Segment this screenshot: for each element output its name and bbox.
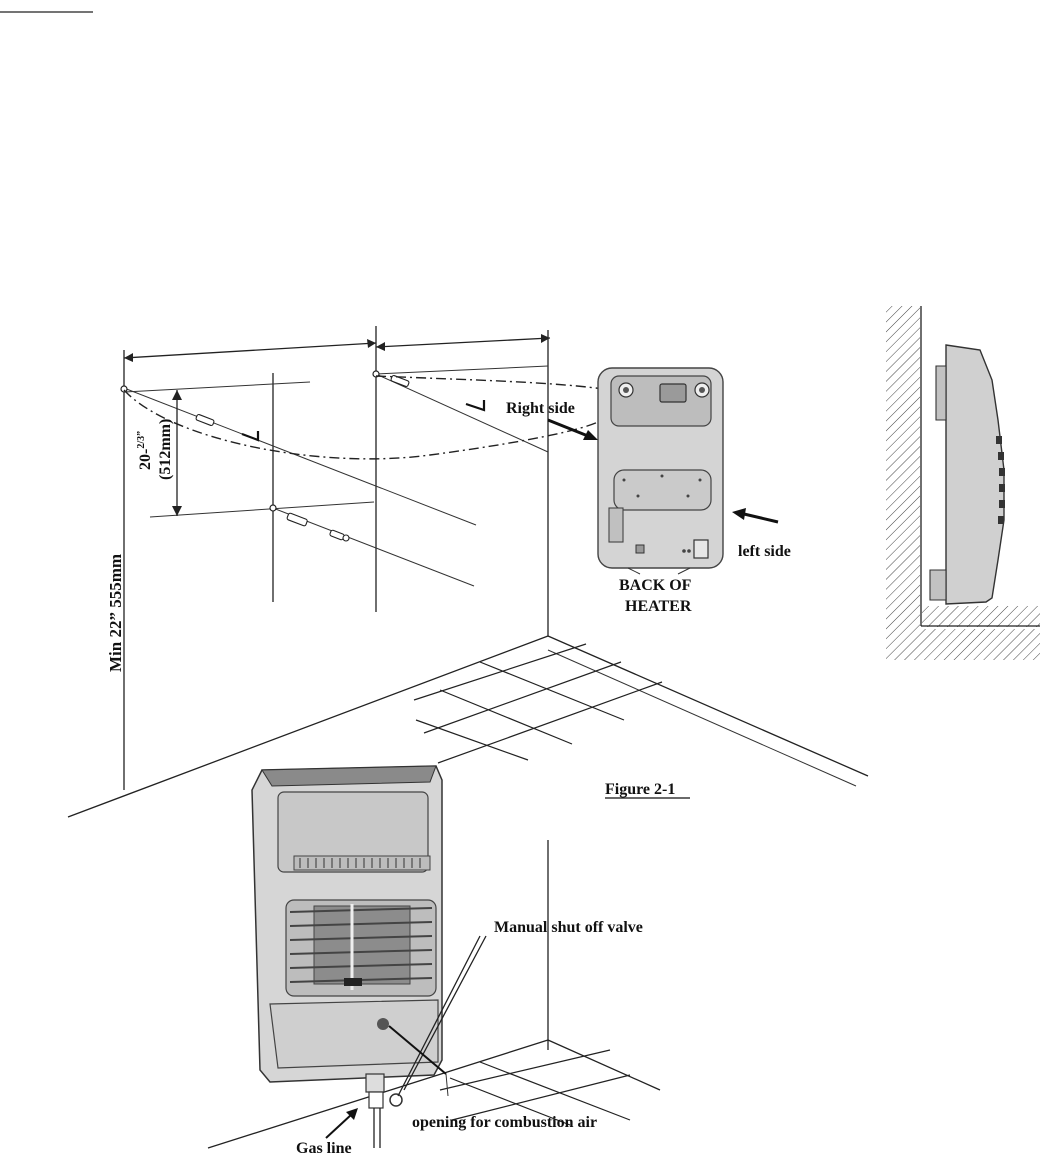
- gas-inlet-cover: [693, 539, 709, 559]
- combustion-air-label: opening for combustion air: [412, 1114, 597, 1131]
- back-of-heater: Right side left side BACK OF HEATER: [506, 367, 791, 615]
- air-leader-line: [388, 1025, 447, 1075]
- manual-shutoff-valve-label: Manual shut off valve: [494, 919, 643, 936]
- left-side-arrow: [743, 512, 779, 524]
- floor-edge-right: [547, 635, 869, 777]
- heater-side-profile: [945, 344, 1005, 605]
- back-bracket: [659, 383, 687, 403]
- svg-text:20-2/3”: 20-2/3”: [136, 431, 154, 470]
- heater-top: [261, 765, 437, 787]
- arrow-head: [541, 334, 550, 343]
- dimension-top-right: [375, 337, 551, 348]
- burner-plaque: [313, 905, 411, 985]
- wall-anchor: [329, 529, 350, 542]
- floor-edge-left: [67, 635, 549, 818]
- dimension-mm: (512mm): [157, 419, 174, 480]
- burner-grill: [289, 904, 433, 990]
- right-side-arrow: [547, 418, 589, 438]
- figure-caption: Figure 2-1: [605, 781, 675, 798]
- diagonal-line: [123, 387, 477, 526]
- shutoff-valve-body: [365, 1073, 385, 1093]
- guide-line: [123, 381, 311, 393]
- mounting-hole-core: [623, 387, 629, 393]
- projection-curve: [375, 375, 611, 391]
- dimension-fraction: 2/3”: [136, 431, 147, 449]
- bracket-screw: [465, 400, 486, 412]
- bracket-screw: [241, 431, 260, 442]
- arrow-head: [124, 353, 133, 362]
- screw-point: [269, 504, 277, 512]
- back-of-heater-label-line1: BACK OF: [619, 577, 692, 594]
- dimension-top-left: [123, 342, 377, 359]
- side-view-heater: [886, 306, 1041, 660]
- back-of-heater-label-line2: HEATER: [625, 598, 692, 615]
- wall-anchor: [286, 512, 308, 527]
- floor-hatch: [920, 606, 1040, 660]
- wall-anchor: [195, 414, 215, 426]
- arrow-head: [367, 339, 376, 348]
- arrow-head: [376, 342, 385, 351]
- dimension-value: 20-: [137, 449, 154, 470]
- gas-line-label: Gas line: [296, 1140, 352, 1157]
- valve-handle: [389, 1093, 403, 1107]
- bottom-bracket: [929, 569, 947, 601]
- wall-bracket: [935, 365, 947, 421]
- guide-line: [375, 365, 549, 375]
- wall-hatch: [886, 306, 920, 660]
- arrow-head: [583, 430, 598, 440]
- floor-edge-inner: [547, 649, 857, 787]
- valve-fitting: [368, 1091, 384, 1109]
- arrow-head: [346, 1108, 358, 1120]
- control-knob: [344, 978, 362, 986]
- floor-edge-lower-right: [547, 1039, 661, 1091]
- wall-anchor: [390, 375, 410, 387]
- upper-panel: [277, 791, 429, 873]
- arrow-head: [732, 508, 746, 520]
- floor-tiles-lower: [439, 1049, 631, 1126]
- screw-point: [120, 385, 128, 393]
- valve-leader-line: [403, 935, 487, 1091]
- guide-line: [149, 501, 375, 518]
- dimension-vertical-label: 20-2/3” (512mm): [136, 419, 174, 480]
- projection-curve: [123, 389, 603, 460]
- diagonal-line: [375, 373, 549, 453]
- left-side-label: left side: [738, 543, 791, 560]
- lower-panel: [269, 999, 439, 1069]
- valve-leader-line: [397, 935, 481, 1097]
- arrow-head: [172, 506, 182, 516]
- right-side-label: Right side: [506, 400, 575, 417]
- floor-tiles: [413, 643, 663, 764]
- side-knobs: [996, 436, 1005, 524]
- min-height-label: Min 22” 555mm: [106, 554, 125, 672]
- top-vent-slots: [293, 855, 431, 871]
- gas-line-arrow: [325, 1113, 353, 1139]
- side-vent: [608, 507, 624, 543]
- label-square: [635, 544, 645, 554]
- middle-recess: [613, 469, 712, 511]
- mounting-hole-core: [699, 387, 705, 393]
- front-installation: Manual shut off valve opening for combus…: [207, 765, 661, 1157]
- arrow-head: [172, 390, 182, 400]
- wall-mounting-layout: 20-2/3” (512mm) Min 22” 555mm: [67, 326, 869, 818]
- combustion-air-opening: [377, 1018, 389, 1030]
